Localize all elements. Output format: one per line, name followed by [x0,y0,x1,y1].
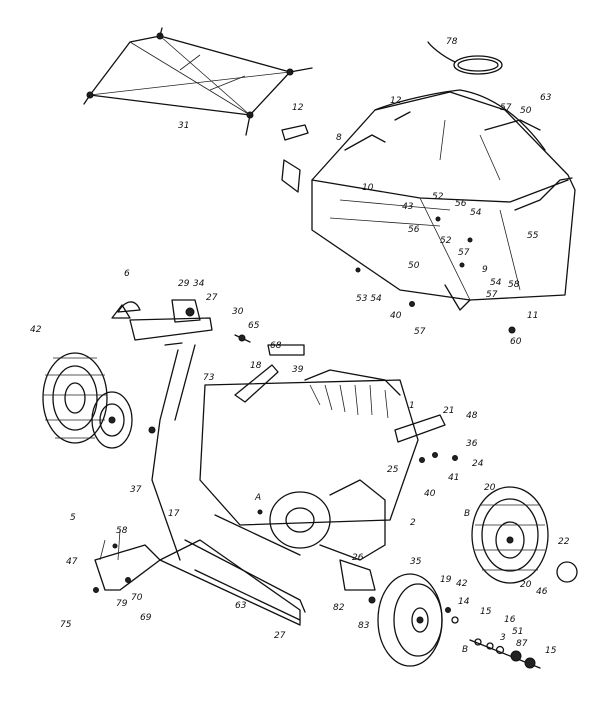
right-wheel [471,486,578,584]
callout-43: 43 [402,202,414,212]
callout-57: 57 [500,103,512,113]
callout-8: 8 [336,133,342,143]
brush-housing [199,344,446,591]
callout-40: 40 [390,311,402,321]
callout-75: 75 [60,620,72,630]
callout-73: 73 [203,373,215,383]
callout-10: 10 [362,183,374,193]
callout-78: 78 [446,37,458,47]
callout-1: 1 [409,401,415,411]
callout-21: 21 [443,406,454,416]
callout-31: 31 [178,121,189,131]
callout-5: 5 [70,513,76,523]
callout-16: 16 [504,615,516,625]
callout-70: 70 [131,593,143,603]
callout-26: 26 [352,553,364,563]
callout-2: 2 [410,518,416,528]
callout-37: 37 [130,485,142,495]
callout-60: 60 [510,337,522,347]
callout-27: 27 [206,293,218,303]
callout-41: 41 [448,473,459,483]
callout-63: 63 [540,93,552,103]
callout-58: 58 [116,526,128,536]
callout-15: 15 [545,646,557,656]
callout-17: 17 [168,509,180,519]
callout-14: 14 [458,597,470,607]
callout-9: 9 [482,265,488,275]
callout-20: 20 [520,580,532,590]
callout-57: 57 [414,327,426,337]
callout-50: 50 [408,261,420,271]
callout-12: 12 [292,103,304,113]
callout-34: 34 [193,279,205,289]
callout-11: 11 [527,311,538,321]
callout-83: 83 [358,621,370,631]
callout-B: B [462,645,468,655]
callout-57: 57 [458,248,470,258]
callout-20: 20 [484,483,496,493]
callout-65: 65 [248,321,260,331]
callout-52: 52 [440,236,452,246]
callout-46: 46 [536,587,548,597]
callout-82: 82 [333,603,345,613]
callout-58: 58 [508,280,520,290]
callout-54: 54 [490,278,502,288]
callout-53-54: 53 54 [356,294,382,304]
callout-labels: 78 31 12 12 63 57 50 8 10 43 52 56 54 56… [30,37,570,656]
axle-hardware [445,607,541,669]
callout-40: 40 [424,489,436,499]
callout-42: 42 [30,325,42,335]
cord-coil [427,41,503,75]
callout-50: 50 [520,106,532,116]
callout-39: 39 [292,365,304,375]
handle-assembly [111,299,251,561]
callout-30: 30 [232,307,244,317]
callout-69: 69 [140,613,152,623]
callout-68: 68 [270,341,282,351]
callout-79: 79 [116,599,128,609]
small-hardware [93,307,458,604]
cover-tarp [83,27,313,136]
callout-47: 47 [66,557,78,567]
callout-54: 54 [470,208,482,218]
left-wheel [42,352,133,449]
callout-25: 25 [387,465,399,475]
callout-35: 35 [410,557,422,567]
callout-55: 55 [527,231,539,241]
callout-57: 57 [486,290,498,300]
callout-19: 19 [440,575,452,585]
callout-56: 56 [455,199,467,209]
callout-3: 3 [500,633,506,643]
callout-52: 52 [432,192,444,202]
callout-15: 15 [480,607,492,617]
callout-51: 51 [512,627,523,637]
callout-42: 42 [456,579,468,589]
callout-48: 48 [466,411,478,421]
callout-18: 18 [250,361,262,371]
callout-56: 56 [408,225,420,235]
collection-bag [281,89,576,334]
lower-rails [94,514,306,626]
callout-B: B [464,509,470,519]
callout-6: 6 [124,269,130,279]
callout-27: 27 [274,631,286,641]
callout-29: 29 [178,279,190,289]
callout-36: 36 [466,439,478,449]
callout-87: 87 [516,639,528,649]
callout-24: 24 [472,459,484,469]
callout-22: 22 [558,537,570,547]
callout-12: 12 [390,96,402,106]
callout-63: 63 [235,601,247,611]
rear-wheel [377,573,443,667]
callout-A: A [254,493,261,503]
